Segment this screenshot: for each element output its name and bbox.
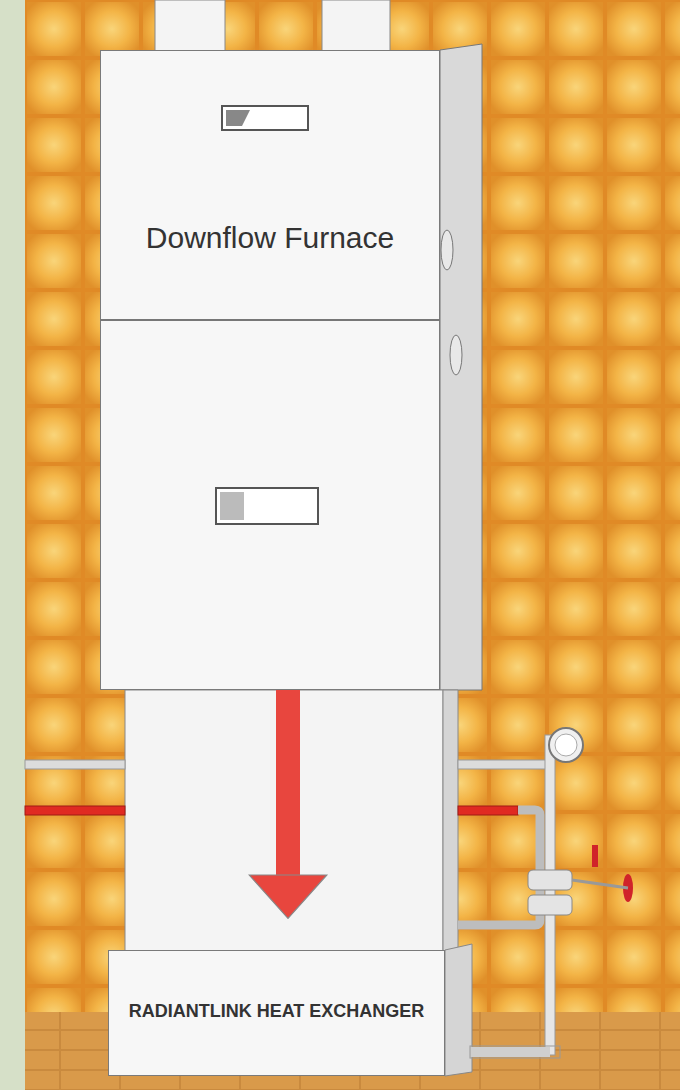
flue-pipe xyxy=(322,0,390,52)
node-label: Downflow Furnace xyxy=(101,221,439,255)
flue-pipe xyxy=(155,0,225,52)
plenum xyxy=(125,690,443,952)
furnace-box: Downflow Furnace xyxy=(100,50,440,690)
sight-window xyxy=(216,488,318,524)
tiled-wall xyxy=(25,0,680,1012)
gauge-face xyxy=(555,734,577,756)
window-shade xyxy=(220,492,244,520)
return-pipe xyxy=(458,760,550,769)
pipe-outline xyxy=(470,1046,560,1058)
panel-divider xyxy=(100,319,440,321)
knob xyxy=(441,230,453,270)
supply-pipe xyxy=(25,806,125,815)
node-label: RADIANTLINK HEAT EXCHANGER xyxy=(109,1001,444,1022)
slot-shade xyxy=(226,110,250,126)
heat-exchanger-box: RADIANTLINK HEAT EXCHANGER xyxy=(108,950,445,1076)
valve-body xyxy=(528,895,572,915)
furnace-side xyxy=(440,44,482,690)
airflow-arrow xyxy=(276,690,300,875)
vent-slot xyxy=(222,106,308,130)
knob xyxy=(450,335,462,375)
valve-body xyxy=(528,870,572,890)
pipe xyxy=(470,1047,550,1057)
valve-handle xyxy=(592,845,598,867)
pressure-gauge xyxy=(549,728,583,762)
plenum-side xyxy=(443,690,458,952)
return-pipe xyxy=(25,760,125,769)
supply-pipe xyxy=(458,806,518,815)
valve-stem xyxy=(572,880,628,888)
exchanger-side xyxy=(445,944,472,1076)
